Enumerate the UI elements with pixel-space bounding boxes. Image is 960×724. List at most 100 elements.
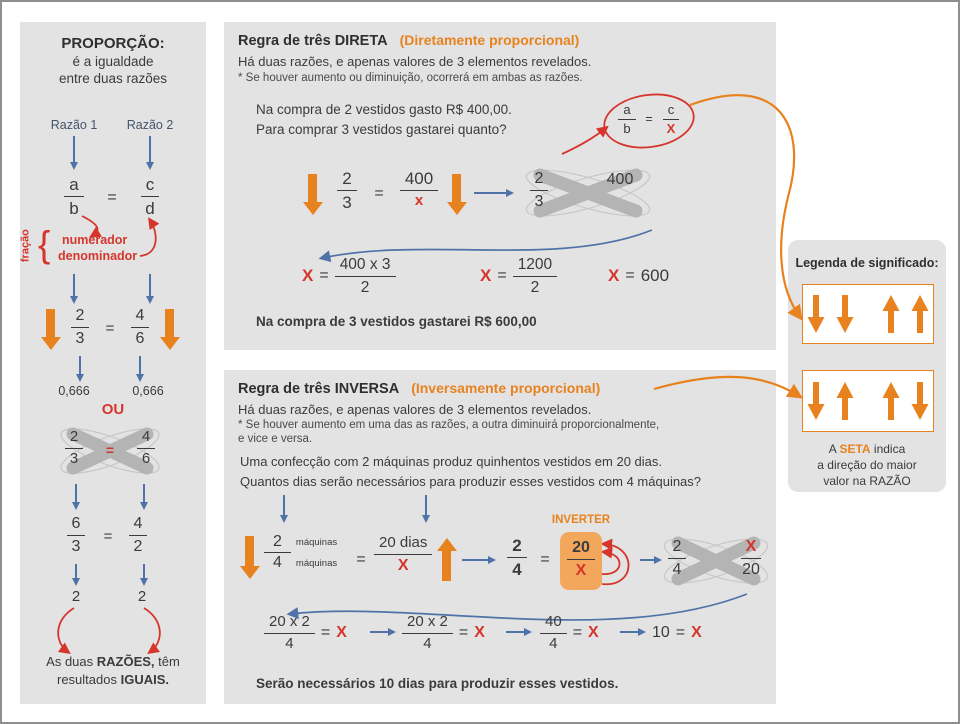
inversa-step-3: 40 4 = X bbox=[540, 608, 599, 658]
fraction-numerator: 400 bbox=[399, 168, 439, 192]
fraction-denominator: 6 bbox=[141, 449, 151, 467]
unit-label: máquinas bbox=[295, 537, 338, 548]
fraction-4-6: 4 6 bbox=[131, 428, 161, 469]
fraction-numerator: 4 bbox=[130, 306, 150, 328]
legend-caption-2: a direção do maior bbox=[817, 458, 917, 472]
right-arrow-icon bbox=[620, 631, 638, 634]
fraction-denominator: 4 bbox=[423, 634, 432, 652]
cross-band-icon bbox=[60, 427, 160, 475]
fraction-numerator: 20 x 2 bbox=[264, 613, 315, 634]
formula-fraction-cx: c X bbox=[658, 102, 684, 138]
fraction-numerator: 4 bbox=[136, 428, 156, 449]
fraction-denominator: 2 bbox=[133, 538, 143, 555]
inversa-question-1: Uma confecção com 2 máquinas produz quin… bbox=[240, 454, 663, 469]
fraction-numerator: c bbox=[140, 174, 160, 198]
x-variable: X bbox=[691, 624, 702, 641]
fraction-denominator: 4 bbox=[512, 560, 522, 580]
fraction-4-6: 4 6 bbox=[124, 306, 156, 349]
fraction-numerator: a bbox=[64, 174, 84, 198]
caption-seta: SETA bbox=[839, 442, 871, 456]
x-variable: X bbox=[336, 624, 347, 641]
equals-sign: = bbox=[356, 551, 366, 568]
arrow-down-icon bbox=[836, 295, 854, 333]
arrow-up-icon bbox=[836, 382, 854, 420]
orange-down-arrow-icon bbox=[165, 309, 174, 337]
legend-direct-box bbox=[802, 284, 934, 344]
proporcao-footer-2: resultados IGUAIS. bbox=[20, 672, 206, 688]
caption-text: indica bbox=[870, 442, 906, 456]
equals-sign: = bbox=[675, 624, 686, 641]
fraction-2-4: 2 4 bbox=[662, 537, 692, 580]
fraction-ab: a b bbox=[54, 174, 94, 220]
fraction-denominator: X bbox=[575, 562, 587, 579]
down-arrow-icon bbox=[425, 495, 428, 515]
equals-sign: = bbox=[320, 624, 331, 641]
fraction-1200-2: 1200 2 bbox=[512, 255, 558, 297]
right-arrow-icon bbox=[474, 192, 506, 195]
fraction-20dias-x: 20 dias X bbox=[374, 534, 433, 576]
equals-sign: = bbox=[645, 112, 653, 126]
equals-sign: = bbox=[319, 267, 329, 284]
x-variable: X bbox=[474, 624, 485, 641]
ou-label: OU bbox=[101, 401, 125, 418]
inversa-line3: e vice e versa. bbox=[238, 433, 313, 445]
fraction-numerator: c bbox=[662, 102, 680, 121]
footer-text: têm bbox=[154, 654, 180, 669]
legend-title: Legenda de significado: bbox=[795, 256, 939, 270]
razao2-label: Razão 2 bbox=[126, 118, 174, 132]
proporcao-sub1: é a igualdade bbox=[72, 54, 154, 69]
fraction-400-x: 400 x bbox=[394, 168, 444, 211]
direta-step-1: X = 400 x 3 2 bbox=[302, 252, 396, 300]
fraction-cd: c d bbox=[130, 174, 170, 220]
fraction-denominator: 3 bbox=[342, 193, 352, 213]
caption-text: A bbox=[828, 442, 840, 456]
arrow-down-icon bbox=[807, 382, 825, 420]
direta-question-1: Na compra de 2 vestidos gasto R$ 400,00. bbox=[256, 102, 512, 117]
orange-up-arrow-icon bbox=[442, 551, 451, 581]
fraction-numerator: 1200 bbox=[512, 255, 558, 277]
orange-down-arrow-icon bbox=[308, 174, 317, 202]
direta-line1: Há duas razões, e apenas valores de 3 el… bbox=[238, 54, 592, 69]
fraction-numerator: 40 bbox=[540, 613, 567, 634]
cross-multiply-group-inversa: 2 4 X 20 bbox=[660, 530, 772, 592]
down-arrow-icon bbox=[73, 136, 76, 162]
direta-title-sub: (Diretamente proporcional) bbox=[399, 32, 580, 48]
x-variable: X bbox=[588, 624, 599, 641]
footer-text: As duas bbox=[46, 654, 97, 669]
inverter-label: INVERTER bbox=[551, 514, 611, 526]
inversa-question-2: Quantos dias serão necessários para prod… bbox=[240, 474, 702, 489]
brace-icon: { bbox=[38, 224, 51, 265]
fraction-400x3-2: 400 x 3 2 bbox=[334, 255, 396, 297]
equals-sign: = bbox=[572, 624, 583, 641]
equals-sign: = bbox=[540, 551, 550, 568]
cross-band-icon bbox=[525, 168, 651, 218]
result-value-2: 2 bbox=[137, 588, 147, 605]
proporcao-panel bbox=[20, 22, 206, 704]
machines-fraction: 2 máquinas 4 máquinas bbox=[264, 532, 337, 573]
inversa-answer: Serão necessários 10 dias para produzir … bbox=[256, 676, 619, 691]
down-arrow-icon bbox=[149, 274, 152, 296]
cross-value-400: 400 bbox=[606, 171, 634, 188]
equals-sign: = bbox=[107, 189, 117, 206]
fraction-20x2-4: 20 x 2 4 bbox=[264, 613, 315, 654]
fraction-denominator: 3 bbox=[534, 193, 544, 210]
fraction-numerator: X bbox=[740, 537, 762, 559]
proporcao-footer-1: As duas RAZÕES, têm bbox=[20, 654, 206, 670]
x-variable: X bbox=[480, 266, 492, 285]
fraction-numerator: 20 x 2 bbox=[402, 613, 453, 634]
decimal-value-1: 0,666 bbox=[58, 384, 90, 398]
inversa-step-1: 20 x 2 4 = X bbox=[264, 608, 347, 658]
inversa-title: Regra de três INVERSA (Inversamente prop… bbox=[238, 380, 600, 398]
right-arrow-icon bbox=[506, 631, 524, 634]
fraction-numerator: 20 bbox=[567, 538, 595, 560]
legend-caption-3: valor na RAZÃO bbox=[823, 474, 911, 488]
direta-title-main: Regra de três DIRETA bbox=[238, 33, 388, 49]
fraction-denominator: 3 bbox=[69, 449, 79, 467]
decimal-value-2: 0,666 bbox=[132, 384, 164, 398]
proporcao-sub2: entre duas razões bbox=[58, 71, 168, 86]
unit-label: máquinas bbox=[295, 557, 338, 569]
fraction-2-3: 2 3 bbox=[330, 168, 364, 214]
fraction-denominator: b bbox=[623, 121, 631, 137]
fraction-denominator: 20 bbox=[742, 561, 760, 578]
